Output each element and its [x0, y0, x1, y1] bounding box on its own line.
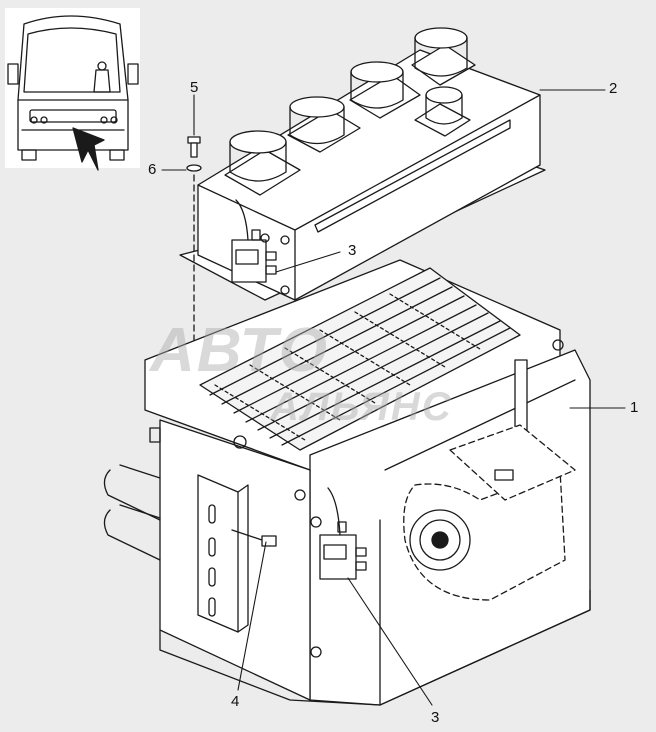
- fan-housing: [403, 424, 576, 601]
- watermark-line-1: АВТО: [150, 316, 329, 385]
- callout-6: 6: [148, 161, 157, 178]
- thermostat-switch: [231, 199, 290, 295]
- thermostat-switch: [319, 487, 367, 580]
- callout-3-lower: 3: [431, 709, 440, 726]
- outlet-pipe: [414, 86, 471, 137]
- callout-3-upper: 3: [348, 242, 357, 259]
- mounting-rail: [197, 474, 249, 633]
- outlet-pipe: [411, 27, 476, 86]
- callout-5: 5: [190, 79, 199, 96]
- outlet-pipe: [224, 130, 301, 196]
- leader-lines: [161, 89, 626, 706]
- bus-front-view-icon: [5, 8, 140, 168]
- screw: [231, 529, 277, 547]
- heat-exchanger-core: [199, 267, 521, 451]
- outlet-pipe: [349, 61, 421, 119]
- callout-4: 4: [231, 693, 240, 710]
- outlet-pipe: [287, 96, 361, 153]
- bolt: [187, 136, 201, 158]
- heater-body: [103, 259, 591, 706]
- air-distributor-box: [179, 27, 546, 301]
- callout-1: 1: [630, 399, 639, 416]
- view-direction-arrow-icon: [72, 127, 105, 171]
- callout-2: 2: [609, 80, 618, 97]
- washer: [186, 164, 202, 172]
- watermark-line-2: АЛЬЯНС: [270, 385, 453, 429]
